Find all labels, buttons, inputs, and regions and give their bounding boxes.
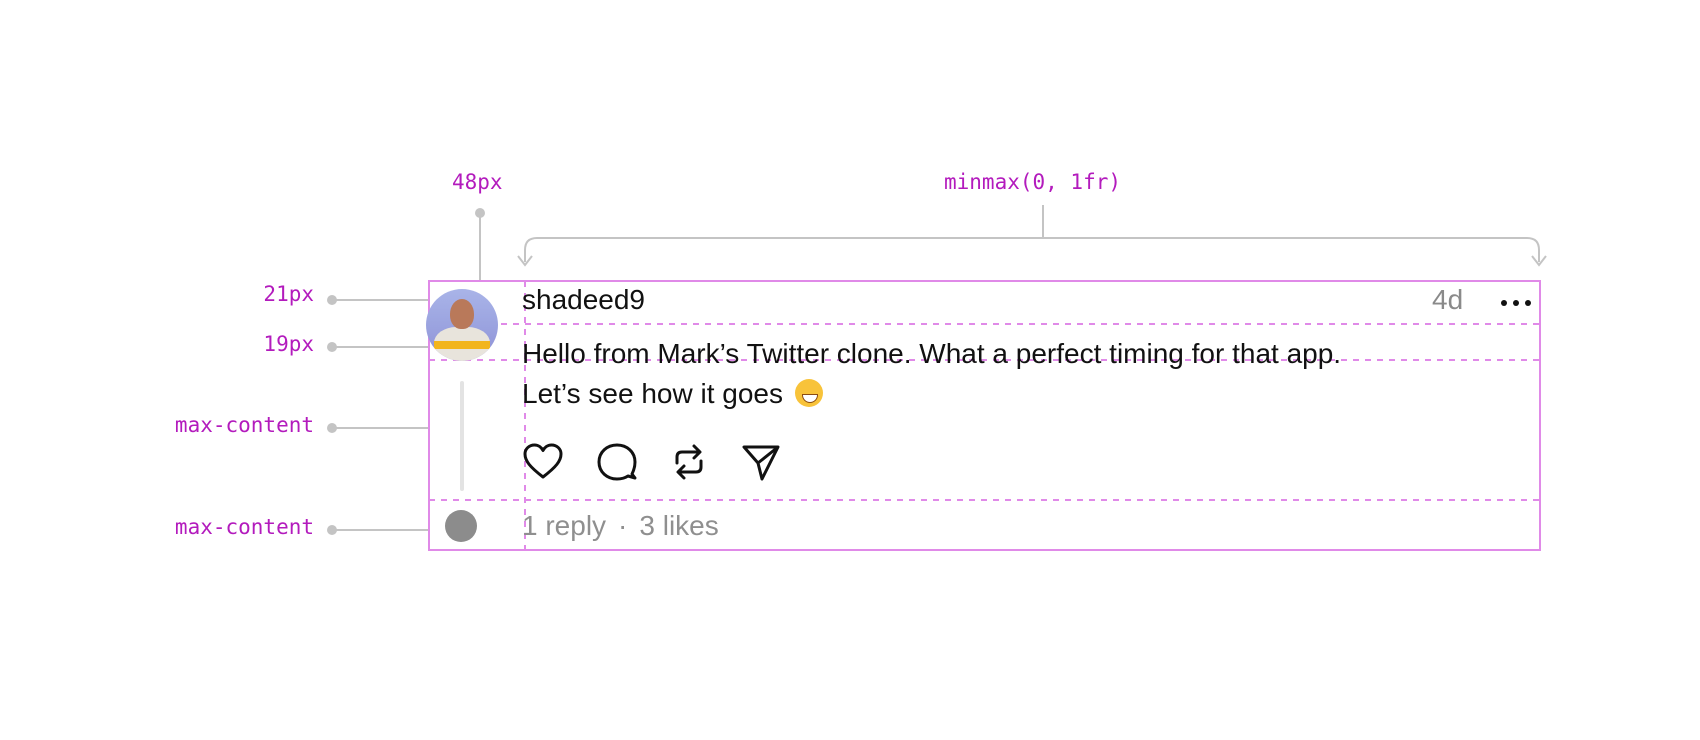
comment-icon[interactable] xyxy=(596,441,638,483)
post-body-text: Let’s see how it goes xyxy=(522,378,783,409)
avatar[interactable] xyxy=(426,289,498,361)
username[interactable]: shadeed9 xyxy=(522,284,646,315)
row-2-size-label: 19px xyxy=(263,332,314,356)
callout-lines xyxy=(332,205,1547,531)
heart-icon[interactable] xyxy=(522,441,564,483)
row-4-size-label: max-content xyxy=(174,515,314,539)
row-1-size-label: 21px xyxy=(263,282,314,306)
post-stats: 1 reply · 3 likes xyxy=(522,510,719,542)
reply-count[interactable]: 1 reply xyxy=(522,510,607,541)
grinning-face-emoji xyxy=(794,379,823,407)
repost-icon[interactable] xyxy=(668,441,710,483)
stats-separator: · xyxy=(618,510,628,541)
reply-avatar xyxy=(445,510,477,542)
column-2-size-label: minmax(0, 1fr) xyxy=(944,170,1122,194)
row-3-size-label: max-content xyxy=(174,413,314,437)
avatar-stripe xyxy=(434,341,490,349)
post-body-line-2: Let’s see how it goes xyxy=(522,378,823,410)
avatar-head xyxy=(450,299,474,329)
thread-line xyxy=(460,381,464,491)
post-time: 4d xyxy=(1432,284,1464,315)
send-icon[interactable] xyxy=(740,441,782,483)
more-horizontal-icon[interactable] xyxy=(1500,286,1532,316)
callout-dots xyxy=(327,208,485,535)
like-count[interactable]: 3 likes xyxy=(639,510,719,541)
post-body-line-1: Hello from Mark’s Twitter clone. What a … xyxy=(522,338,1342,369)
column-1-size-label: 48px xyxy=(452,170,503,194)
grid-lines xyxy=(428,280,1541,551)
